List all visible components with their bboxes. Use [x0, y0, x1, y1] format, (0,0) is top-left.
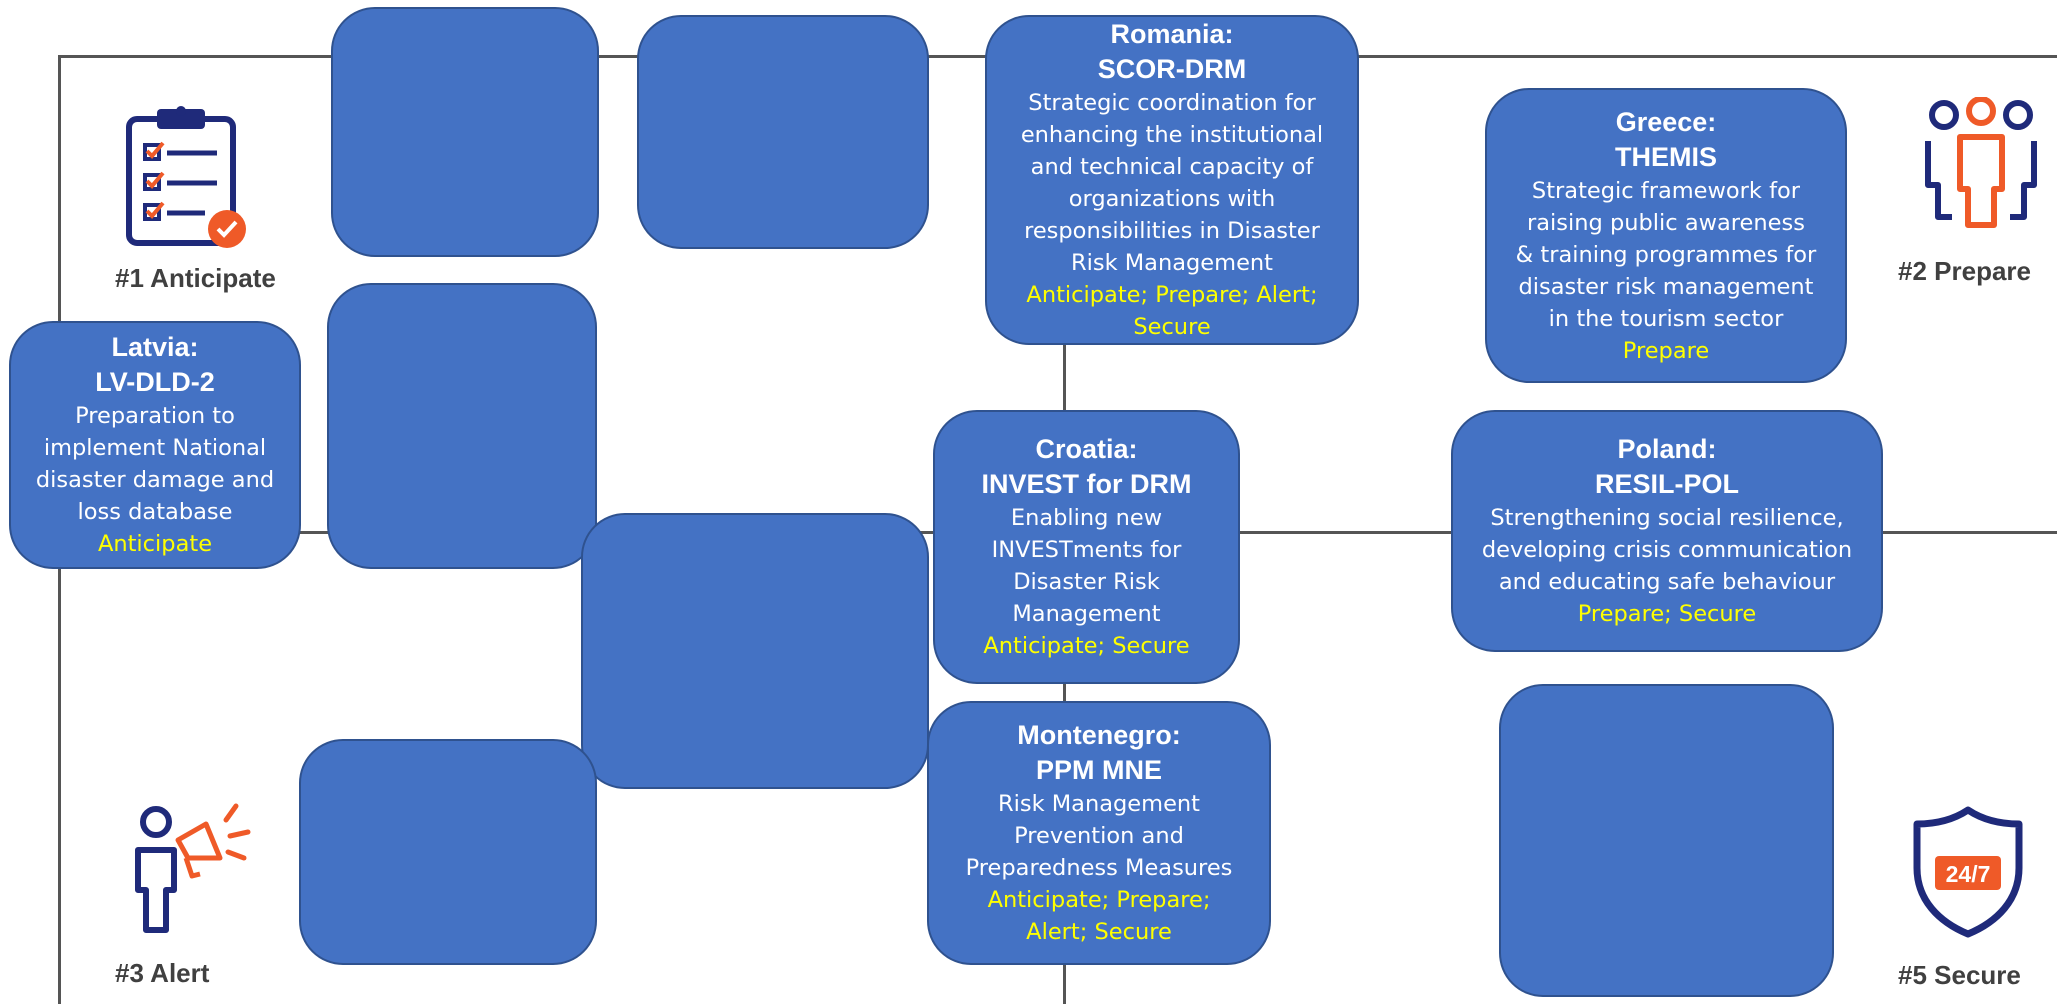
project-acronym: PPM MNE: [1035, 755, 1162, 785]
project-phase-tags: Anticipate; Prepare; Alert; Secure: [1026, 282, 1318, 340]
empty-project-box: [331, 7, 599, 257]
person-megaphone-icon: [135, 803, 251, 933]
phase-label-secure: #5 Secure: [1898, 960, 2021, 990]
empty-project-box: [327, 283, 597, 569]
empty-project-box: [299, 739, 597, 965]
empty-project-box: [637, 15, 929, 249]
project-country: Greece:: [1615, 106, 1717, 137]
empty-project-box: [581, 513, 929, 789]
project-country: Montenegro:: [1017, 720, 1181, 750]
project-box-greece: Greece: THEMIS Strategic framework for r…: [1485, 88, 1847, 383]
project-acronym: LV-DLD-2: [95, 367, 215, 397]
project-acronym: SCOR-DRM: [1097, 54, 1247, 84]
people-group-icon: [1925, 97, 2037, 228]
project-description: Enabling new INVESTments for Disaster Ri…: [991, 505, 1182, 627]
shield-badge-text: 24/7: [1946, 861, 1991, 887]
clipboard-checklist-icon: [126, 106, 246, 248]
project-box-montenegro: Montenegro: PPM MNE Risk Management Prev…: [927, 701, 1271, 965]
project-phase-tags: Anticipate: [97, 531, 213, 557]
project-country: Romania:: [1110, 19, 1234, 49]
empty-project-box: [1499, 684, 1834, 997]
project-description: Preparation to implement National disast…: [35, 403, 275, 525]
project-box-latvia: Latvia: LV-DLD-2 Preparation to implemen…: [9, 321, 301, 569]
phase-label-alert: #3 Alert: [115, 958, 210, 988]
project-description: Risk Management Prevention and Preparedn…: [965, 791, 1233, 881]
project-description: Strategic coordination for enhancing the…: [1020, 90, 1324, 276]
project-country: Latvia:: [111, 332, 199, 362]
project-box-romania: Romania: SCOR-DRM Strategic coordination…: [985, 15, 1359, 345]
project-phase-tags: Prepare: [1622, 337, 1710, 364]
project-phase-tags: Anticipate; Prepare; Alert; Secure: [987, 887, 1211, 945]
project-acronym: THEMIS: [1614, 141, 1717, 172]
project-acronym: RESIL-POL: [1594, 469, 1739, 499]
project-country: Poland:: [1617, 434, 1717, 464]
project-phase-tags: Prepare; Secure: [1577, 601, 1757, 627]
project-box-poland: Poland: RESIL-POL Strengthening social r…: [1451, 410, 1883, 652]
project-country: Croatia:: [1035, 434, 1138, 464]
phase-label-anticipate: #1 Anticipate: [115, 263, 276, 293]
project-description: Strategic framework for raising public a…: [1515, 177, 1817, 332]
project-box-croatia: Croatia: INVEST for DRM Enabling new INV…: [933, 410, 1240, 684]
project-phase-tags: Anticipate; Secure: [983, 633, 1190, 659]
project-acronym: INVEST for DRM: [981, 469, 1192, 499]
phase-label-prepare: #2 Prepare: [1898, 256, 2031, 286]
project-description: Strengthening social resilience, develop…: [1481, 505, 1853, 595]
shield-24-7-icon: 24/7: [1913, 806, 2023, 938]
